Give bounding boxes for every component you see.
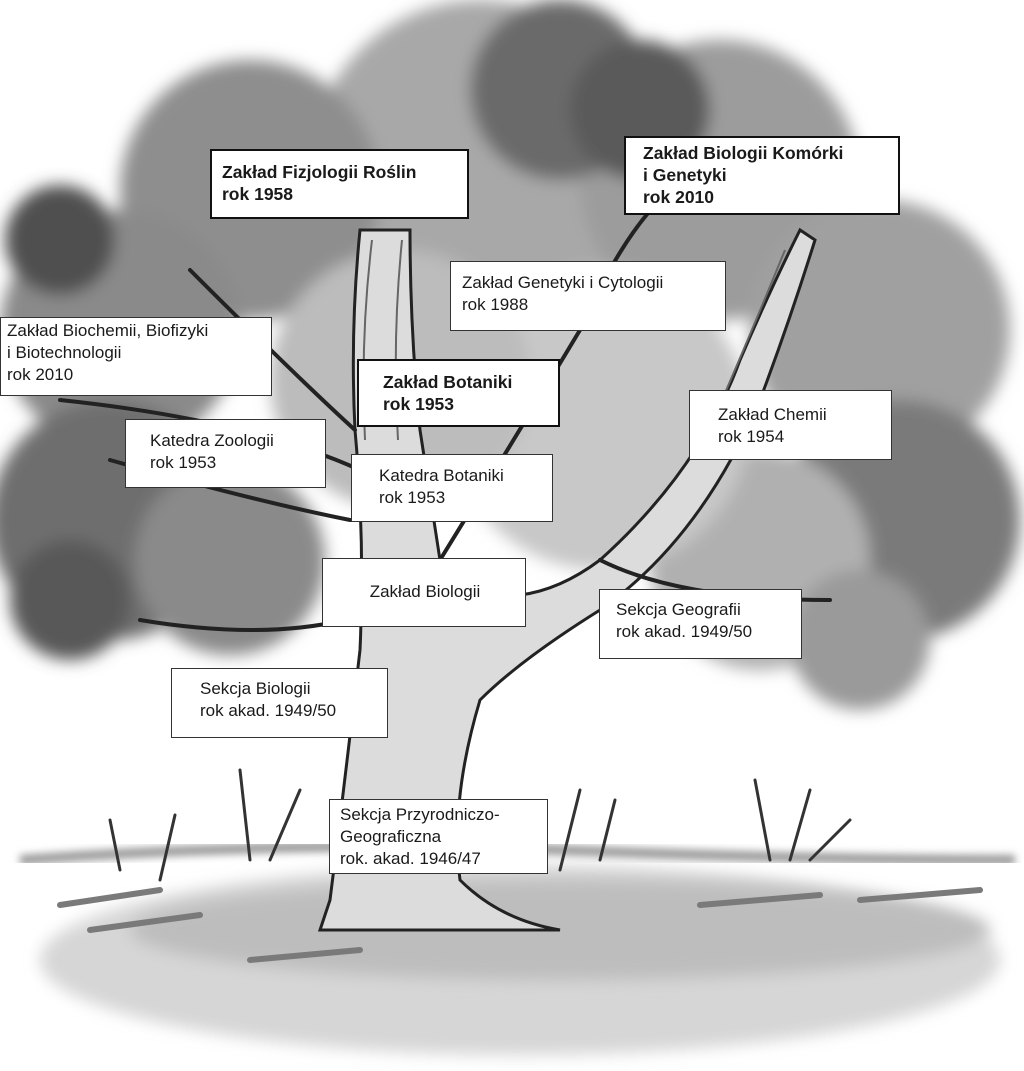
label-line: rok 1953 [383, 394, 455, 414]
label-zaklad-biologii-komorki: Zakład Biologii Komórki i Genetyki rok 2… [624, 136, 900, 215]
label-line: Katedra Botaniki [379, 466, 504, 485]
label-zaklad-biochemii: Zakład Biochemii, Biofizyki i Biotechnol… [0, 317, 272, 396]
label-line: rok akad. 1949/50 [616, 622, 753, 641]
label-line: Zakład Biochemii, Biofizyki [7, 321, 209, 340]
label-katedra-botaniki: Katedra Botaniki rok 1953 [351, 454, 553, 522]
label-zaklad-botaniki: Zakład Botaniki rok 1953 [357, 359, 560, 427]
label-line: Geograficzna [340, 827, 442, 846]
label-line: Katedra Zoologii [150, 431, 274, 450]
label-zaklad-chemii: Zakład Chemii rok 1954 [689, 390, 892, 460]
label-line: Zakład Genetyki i Cytologii [462, 273, 664, 292]
label-line: rok. akad. 1946/47 [340, 849, 481, 868]
label-line: rok 2010 [7, 365, 74, 384]
label-line: rok 1953 [379, 488, 446, 507]
label-sekcja-biologii: Sekcja Biologii rok akad. 1949/50 [171, 668, 388, 738]
label-line: rok 1958 [222, 184, 294, 204]
label-line: rok 1953 [150, 453, 217, 472]
label-line: Zakład Biologii Komórki [643, 143, 844, 163]
label-line: Sekcja Przyrodniczo- [340, 805, 500, 824]
label-line: rok akad. 1949/50 [200, 701, 337, 720]
label-line: Zakład Biologii [369, 582, 481, 601]
label-sekcja-przyrodniczo-geograficzna: Sekcja Przyrodniczo- Geograficzna rok. a… [329, 799, 548, 874]
label-line: Zakład Chemii [718, 405, 827, 424]
label-zaklad-fizjologii-roslin: Zakład Fizjologii Roślin rok 1958 [210, 149, 469, 219]
label-line: rok 2010 [643, 187, 715, 207]
label-line: Sekcja Geografii [616, 600, 741, 619]
label-sekcja-geografii: Sekcja Geografii rok akad. 1949/50 [599, 589, 802, 659]
label-line: Zakład Fizjologii Roślin [222, 162, 417, 182]
label-zaklad-genetyki-cytologii: Zakład Genetyki i Cytologii rok 1988 [450, 261, 726, 331]
label-zaklad-biologii: Zakład Biologii [322, 558, 526, 627]
label-katedra-zoologii: Katedra Zoologii rok 1953 [125, 419, 326, 488]
label-line: rok 1954 [718, 427, 785, 446]
label-line: rok 1988 [462, 295, 529, 314]
label-line: i Genetyki [643, 165, 727, 185]
label-line: Zakład Botaniki [383, 372, 513, 392]
label-line: Sekcja Biologii [200, 679, 311, 698]
label-line: i Biotechnologii [7, 343, 122, 362]
